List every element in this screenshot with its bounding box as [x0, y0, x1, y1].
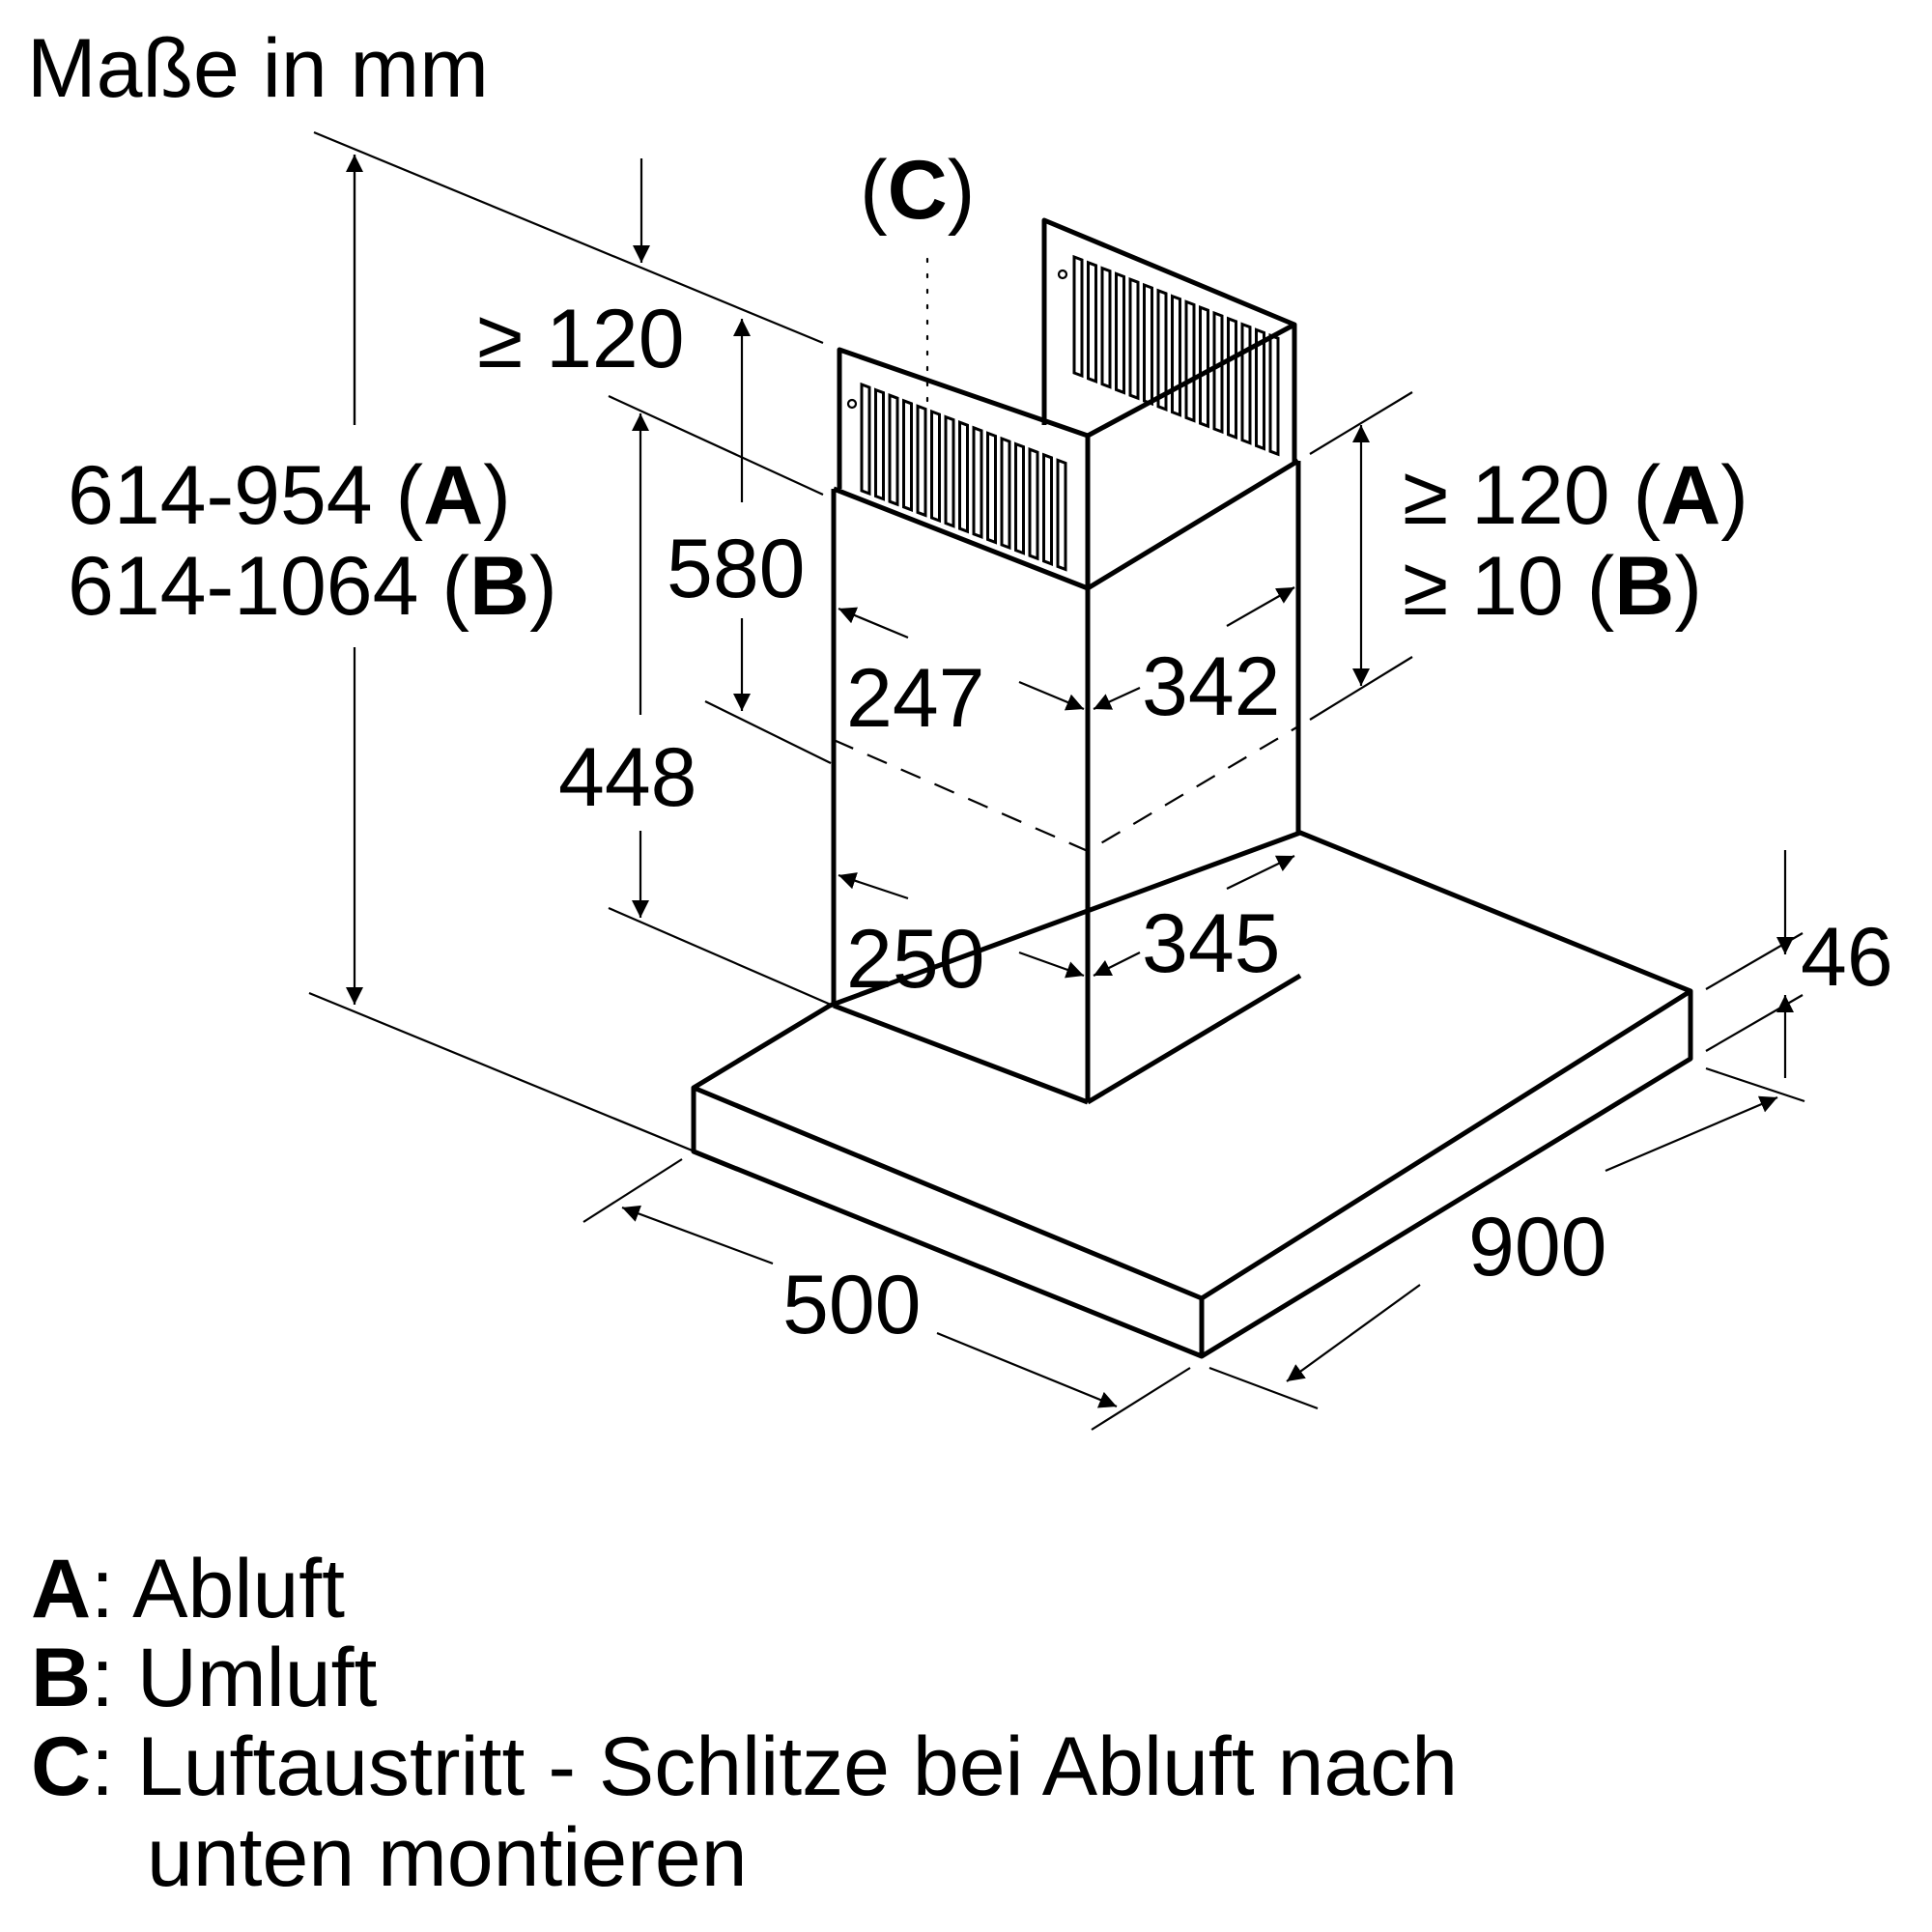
- legend-item-c: C: Luftaustritt - Schlitze bei Abluft na…: [31, 1720, 1458, 1813]
- units-title: Maße in mm: [27, 22, 489, 115]
- legend-item-a: A: Abluft: [31, 1543, 345, 1635]
- vent-slots-left: [860, 382, 1067, 572]
- label-ceiling-gap: ≥ 120: [477, 293, 685, 385]
- label-top-gap-a: ≥ 120 (A): [1403, 449, 1748, 542]
- label-thickness: 46: [1801, 911, 1893, 1004]
- label-vent-c: (C): [860, 144, 975, 237]
- dim-top-gap: [1309, 391, 1413, 721]
- label-upper-width-left: 247: [846, 652, 985, 745]
- label-total-height-b: 614-1064 (B): [68, 540, 557, 633]
- label-lower-width-left: 250: [846, 913, 985, 1006]
- dim-upper-widths: [838, 586, 1295, 711]
- canopy-plate: [691, 830, 1693, 1359]
- dim-total-height: [308, 130, 832, 1209]
- vent-slots-right: [1072, 254, 1280, 457]
- label-depth: 500: [782, 1259, 922, 1351]
- label-lower-width-right: 345: [1142, 897, 1281, 990]
- label-top-gap-b: ≥ 10 (B): [1403, 540, 1702, 633]
- dim-lower-widths: [838, 855, 1295, 979]
- dim-width: [1208, 1066, 1805, 1410]
- label-width: 900: [1468, 1201, 1607, 1293]
- dim-depth: [582, 1158, 1191, 1431]
- dim-upper-chimney: [608, 319, 832, 764]
- label-upper-width-right: 342: [1142, 640, 1281, 733]
- legend-item-b: B: Umluft: [31, 1632, 377, 1724]
- label-lower-chimney: 448: [558, 731, 697, 824]
- chimney-upper: [837, 217, 1297, 588]
- legend-item-c-continued: unten montieren: [147, 1811, 748, 1904]
- label-total-height-a: 614-954 (A): [68, 449, 511, 542]
- legend: A: Abluft B: Umluft C: Luftaustritt - Sc…: [31, 1543, 1458, 1904]
- dim-lower-chimney: [608, 413, 832, 1007]
- label-upper-chimney: 580: [667, 523, 806, 615]
- dim-thickness: [1705, 850, 1804, 1078]
